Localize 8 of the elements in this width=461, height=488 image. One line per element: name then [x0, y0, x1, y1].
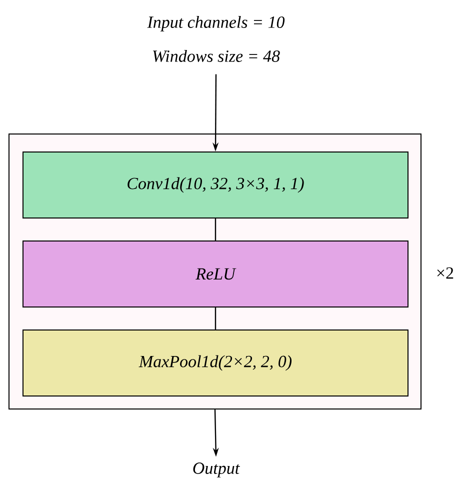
node-label: Input channels = 10 Windows size = 48 — [147, 16, 285, 62]
connector-line — [214, 218, 216, 240]
node-label: Output — [193, 462, 240, 478]
repeat-label: ×2 — [437, 267, 454, 279]
layer-box: Conv1d(10, 32, 3×3, 1, 1) — [22, 152, 408, 218]
layer-box: ReLU — [22, 240, 408, 308]
layer-box: MaxPool1d(2×2, 2, 0) — [22, 330, 408, 396]
connector-line — [214, 308, 216, 330]
